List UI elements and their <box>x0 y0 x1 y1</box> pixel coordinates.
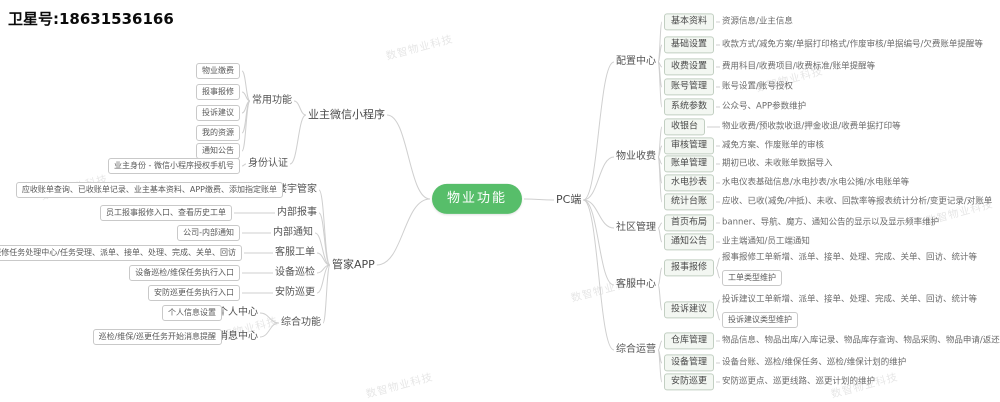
app-group-1[interactable]: 内部报事 <box>277 206 317 218</box>
pc-cat-1[interactable]: 物业收费 <box>616 150 656 162</box>
pc-desc-16[interactable]: 安防巡更点、巡更线路、巡更计划的维护 <box>722 376 876 387</box>
pc-desc-15[interactable]: 设备台账、巡检/维保任务、巡检/维保计划的维护 <box>722 357 907 368</box>
pc-desc-3[interactable]: 账号设置/账号授权 <box>722 81 793 92</box>
watermark: 数智物业科技 <box>364 371 435 401</box>
app-item-4[interactable]: 设备巡检/维保任务执行入口 <box>129 265 240 281</box>
app-group-5[interactable]: 安防巡更 <box>275 286 315 298</box>
app-sub-message[interactable]: 消息中心 <box>218 330 258 342</box>
pc-feat-16[interactable]: 安防巡更 <box>664 373 715 391</box>
pc-cat-3[interactable]: 客服中心 <box>616 278 656 290</box>
pc-feat-1[interactable]: 基础设置 <box>664 36 715 54</box>
app-item-5[interactable]: 安防巡更任务执行入口 <box>148 285 240 301</box>
app-group-4[interactable]: 设备巡检 <box>275 266 315 278</box>
pc-desc-2[interactable]: 费用科目/收费项目/收费标准/账单提醒等 <box>722 61 876 72</box>
pc-feat-11[interactable]: 通知公告 <box>664 233 715 251</box>
pc-feat-14[interactable]: 仓库管理 <box>664 332 715 350</box>
app-item-3[interactable]: 报事报修任务处理中心/任务受理、派单、接单、处理、完成、关单、回访 <box>0 245 242 261</box>
pc-desc-14[interactable]: 物品信息、物品出库/入库记录、物品库存查询、物品采购、物品申请/返还记录等 <box>722 335 1000 346</box>
pc-feat-9[interactable]: 统计台账 <box>664 193 715 211</box>
mp-item-0[interactable]: 物业缴费 <box>196 63 240 79</box>
pc-feat-0[interactable]: 基本资料 <box>664 13 715 31</box>
pc-feat-15[interactable]: 设备管理 <box>664 354 715 372</box>
mp-group-common[interactable]: 常用功能 <box>252 94 292 106</box>
app-item-message[interactable]: 巡检/维保/巡更任务开始消息提醒 <box>92 329 222 345</box>
mp-item-3[interactable]: 我的资源 <box>196 125 240 141</box>
pc-feat-12[interactable]: 报事报修 <box>664 259 715 277</box>
watermark: 数智物业科技 <box>384 33 455 63</box>
pc-cat-2[interactable]: 社区管理 <box>616 221 656 233</box>
pc-feat-4[interactable]: 系统参数 <box>664 98 715 116</box>
pc-desc-1[interactable]: 收款方式/减免方案/单据打印格式/作废审核/单据编号/欠费账单提醒等 <box>722 39 983 50</box>
pc-cat-4[interactable]: 综合运营 <box>616 343 656 355</box>
pc-desc-6[interactable]: 减免方案、作废账单的审核 <box>722 140 825 151</box>
pc-desc-7[interactable]: 期初已收、未收账单数据导入 <box>722 158 833 169</box>
app-group-3[interactable]: 客服工单 <box>275 246 315 258</box>
pc-desc-9[interactable]: 应收、已收(减免/冲抵)、未收、回款率等报表统计分析/变更记录/对账单 <box>722 196 993 207</box>
mp-item-4[interactable]: 通知公告 <box>196 143 240 159</box>
pc-desc-8[interactable]: 水电仪表基础信息/水电抄表/水电公摊/水电账单等 <box>722 177 910 188</box>
pc-desc-4[interactable]: 公众号、APP参数维护 <box>722 101 807 112</box>
app-item-2[interactable]: 公司-内部通知 <box>177 225 240 241</box>
pc-feat-2[interactable]: 收费设置 <box>664 58 715 76</box>
pc-feat-8[interactable]: 水电抄表 <box>664 174 715 192</box>
app-item-0[interactable]: 应收账单查询、已收账单记录、业主基本资料、APP缴费、添加指定账单 <box>15 182 283 198</box>
branch-owner-miniprogram[interactable]: 业主微信小程序 <box>308 108 385 122</box>
pc-desc-13b[interactable]: 投诉建议类型维护 <box>722 312 798 328</box>
root-node[interactable]: 物业功能 <box>432 183 523 215</box>
branch-butler-app[interactable]: 管家APP <box>332 258 375 272</box>
pc-desc-11[interactable]: 业主端通知/员工端通知 <box>722 236 810 247</box>
pc-desc-13a[interactable]: 投诉建议工单新增、派单、接单、处理、完成、关单、回访、统计等 <box>722 294 978 305</box>
branch-pc[interactable]: PC端 <box>556 193 582 207</box>
pc-feat-10[interactable]: 首页布局 <box>664 214 715 232</box>
mp-item-1[interactable]: 报事报修 <box>196 84 240 100</box>
pc-feat-6[interactable]: 审核管理 <box>664 137 715 155</box>
pc-desc-12b[interactable]: 工单类型维护 <box>722 270 782 286</box>
app-sub-personal[interactable]: 个人中心 <box>218 306 258 318</box>
app-item-1[interactable]: 员工报事报修入口、查看历史工单 <box>100 205 232 221</box>
pc-cat-0[interactable]: 配置中心 <box>616 55 656 67</box>
mp-group-auth[interactable]: 身份认证 <box>248 157 288 169</box>
pc-desc-10[interactable]: banner、导航、魔方、通知公告的显示以及显示频率维护 <box>722 217 940 228</box>
pc-feat-13[interactable]: 投诉建议 <box>664 301 715 319</box>
pc-feat-5[interactable]: 收银台 <box>664 118 706 136</box>
app-group-2[interactable]: 内部通知 <box>273 226 313 238</box>
mp-item-auth[interactable]: 业主身份 - 微信小程序授权手机号 <box>108 158 240 174</box>
pc-feat-3[interactable]: 账号管理 <box>664 78 715 96</box>
contact-number: 卫星号:18631536166 <box>8 10 174 28</box>
mp-item-2[interactable]: 投诉建议 <box>196 105 240 121</box>
app-item-personal[interactable]: 个人信息设置 <box>162 305 222 321</box>
app-group-0[interactable]: 楼宇管家 <box>277 183 317 195</box>
pc-feat-7[interactable]: 账单管理 <box>664 155 715 173</box>
app-group-6[interactable]: 综合功能 <box>281 316 321 328</box>
pc-desc-0[interactable]: 资源信息/业主信息 <box>722 16 793 27</box>
pc-desc-5[interactable]: 物业收费/预收款收退/押金收退/收费单据打印等 <box>722 121 901 132</box>
pc-desc-12a[interactable]: 报事报修工单新增、派单、接单、处理、完成、关单、回访、统计等 <box>722 252 978 263</box>
